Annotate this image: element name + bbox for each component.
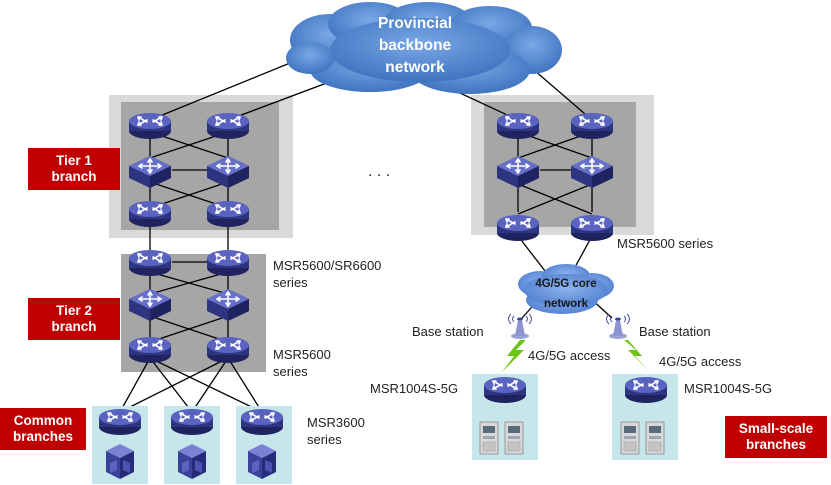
tag-tier2-line2: branch — [51, 319, 97, 334]
core-network-cloud — [518, 264, 614, 314]
right-core-router-2 — [570, 112, 614, 140]
base-station-left-icon — [508, 313, 532, 340]
tier1-core-router-1 — [128, 112, 172, 140]
label-msr1004-left: MSR1004S-5G — [370, 381, 458, 396]
tier2-edge-router-1 — [128, 336, 172, 364]
tag-small-scale-branches: Small-scale branches — [725, 416, 827, 458]
signal-left-icon — [502, 340, 526, 372]
tier1-core-router-2 — [206, 112, 250, 140]
links — [119, 49, 613, 413]
base-station-right-icon — [606, 313, 630, 340]
common-branch-terminal-3 — [248, 444, 276, 479]
tag-tier1-branch: Tier 1 branch — [28, 148, 120, 190]
common-branch-router-1 — [98, 408, 142, 436]
right-edge-router-2 — [570, 214, 614, 242]
small-branch-kiosk-2 — [504, 421, 524, 455]
tier1-edge-router-1 — [128, 200, 172, 228]
signal-right-icon — [624, 340, 650, 372]
right-core-router-1 — [496, 112, 540, 140]
tag-tier2-line1: Tier 2 — [56, 303, 92, 318]
label-msr1004-right: MSR1004S-5G — [684, 381, 772, 396]
label-msr5600-right: MSR5600 series — [617, 236, 714, 251]
provincial-backbone-cloud — [286, 2, 562, 94]
tag-small-line2: branches — [745, 437, 807, 452]
tier2-edge-router-2 — [206, 336, 250, 364]
label-base-station-right: Base station — [639, 324, 711, 339]
tier2-router-1 — [128, 249, 172, 277]
tag-common-branches: Common branches — [0, 408, 86, 450]
core-label-line2: network — [544, 298, 589, 310]
label-msr5600-sr6600-series: series — [273, 275, 308, 290]
tag-common-line1: Common — [13, 413, 73, 428]
tag-tier1-line1: Tier 1 — [56, 153, 92, 168]
label-msr5600-left-series: series — [273, 364, 308, 379]
tag-tier2-branch: Tier 2 branch — [28, 298, 120, 340]
tag-tier1-line2: branch — [51, 169, 97, 184]
msr1004-router-right — [624, 376, 668, 404]
label-msr5600-left: MSR5600 — [273, 347, 331, 362]
label-msr5600-sr6600: MSR5600/SR6600 — [273, 258, 381, 273]
right-edge-router-1 — [496, 214, 540, 242]
ellipsis: . . . — [368, 163, 390, 180]
cloud-label-line3: network — [385, 59, 445, 76]
small-branch-kiosk-1 — [479, 421, 499, 455]
label-msr3600: MSR3600 — [307, 415, 365, 430]
small-branch-kiosk-4 — [645, 421, 665, 455]
label-base-station-left: Base station — [412, 324, 484, 339]
tag-common-line2: branches — [12, 429, 74, 444]
tier2-router-2 — [206, 249, 250, 277]
core-label-line1: 4G/5G core — [535, 278, 596, 290]
small-branch-kiosk-3 — [620, 421, 640, 455]
cloud-label-line1: Provincial — [378, 15, 452, 32]
cloud-label-line2: backbone — [379, 37, 452, 54]
label-msr3600-series: series — [307, 432, 342, 447]
common-branch-terminal-1 — [106, 444, 134, 479]
tier1-edge-router-2 — [206, 200, 250, 228]
common-branch-router-2 — [170, 408, 214, 436]
common-branch-terminal-2 — [178, 444, 206, 479]
msr1004-router-left — [483, 376, 527, 404]
common-branch-router-3 — [240, 408, 284, 436]
tag-small-line1: Small-scale — [738, 421, 814, 436]
label-access-right: 4G/5G access — [659, 354, 742, 369]
label-access-left: 4G/5G access — [528, 348, 611, 363]
